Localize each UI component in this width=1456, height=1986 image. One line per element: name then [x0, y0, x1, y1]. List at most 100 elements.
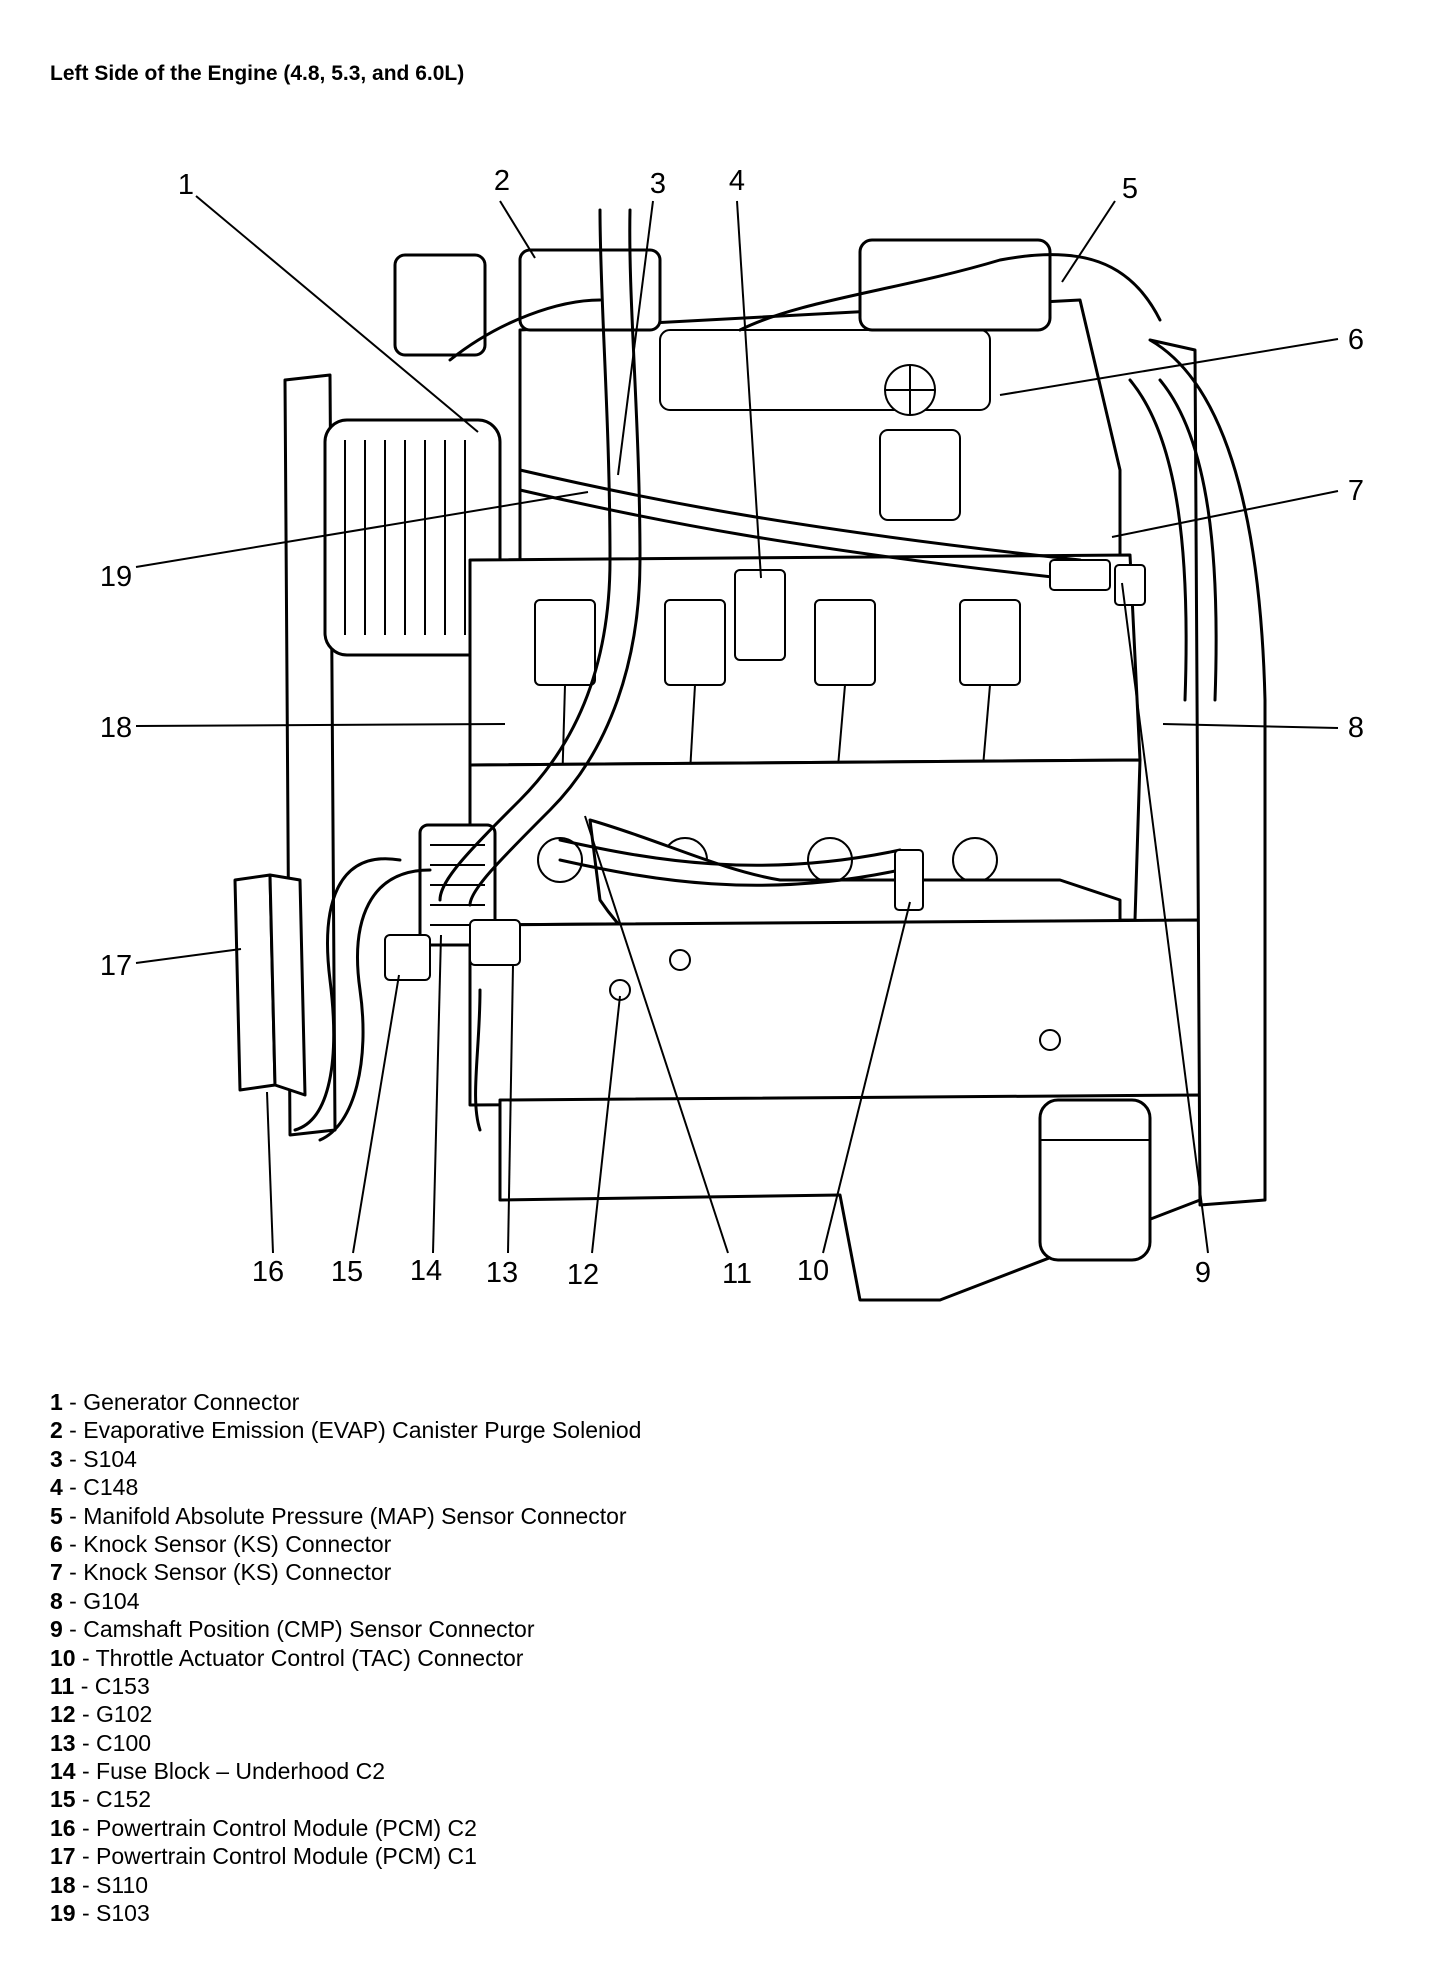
legend-separator: - — [62, 1616, 84, 1643]
legend-item: 16 - Powertrain Control Module (PCM) C2 — [50, 1814, 641, 1842]
callout-16: 16 — [252, 1256, 284, 1288]
legend-label: Knock Sensor (KS) Connector — [83, 1559, 392, 1586]
legend-label: C100 — [96, 1729, 152, 1756]
legend-label: C153 — [94, 1672, 150, 1699]
legend-item: 3 - S104 — [50, 1445, 641, 1473]
callout-8: 8 — [1348, 712, 1364, 744]
legend-separator: - — [74, 1672, 95, 1699]
legend-separator: - — [62, 1502, 84, 1529]
legend-label: Throttle Actuator Control (TAC) Connecto… — [95, 1644, 524, 1671]
legend-item: 2 - Evaporative Emission (EVAP) Canister… — [50, 1416, 641, 1444]
callout-15: 15 — [331, 1256, 363, 1288]
legend-label: Camshaft Position (CMP) Sensor Connector — [83, 1616, 535, 1643]
legend-number: 9 — [50, 1616, 63, 1643]
legend-item: 5 - Manifold Absolute Pressure (MAP) Sen… — [50, 1502, 641, 1530]
legend-label: Evaporative Emission (EVAP) Canister Pur… — [83, 1417, 642, 1444]
legend-number: 10 — [50, 1644, 76, 1671]
legend-label: C148 — [83, 1474, 139, 1501]
legend-number: 14 — [50, 1758, 76, 1785]
legend-separator: - — [62, 1445, 84, 1472]
legend-item: 14 - Fuse Block – Underhood C2 — [50, 1757, 641, 1785]
legend-number: 11 — [50, 1672, 75, 1699]
callout-18: 18 — [100, 712, 132, 744]
callout-4: 4 — [729, 165, 745, 197]
legend-number: 2 — [50, 1417, 63, 1444]
legend-number: 18 — [50, 1871, 76, 1898]
legend-item: 11 - C153 — [50, 1672, 641, 1700]
legend-number: 5 — [50, 1502, 63, 1529]
legend-label: S104 — [83, 1445, 137, 1472]
legend-separator: - — [75, 1814, 97, 1841]
legend-label: Knock Sensor (KS) Connector — [83, 1530, 392, 1557]
callout-19: 19 — [100, 561, 132, 593]
legend-label: Generator Connector — [83, 1389, 300, 1415]
legend-item: 6 - Knock Sensor (KS) Connector — [50, 1530, 641, 1558]
legend-item: 17 - Powertrain Control Module (PCM) C1 — [50, 1842, 641, 1870]
legend-item: 9 - Camshaft Position (CMP) Sensor Conne… — [50, 1615, 641, 1643]
legend-separator: - — [75, 1758, 97, 1785]
legend-item: 19 - S103 — [50, 1899, 641, 1927]
legend-number: 17 — [50, 1843, 76, 1870]
legend-separator: - — [75, 1644, 96, 1671]
legend-number: 12 — [50, 1701, 76, 1728]
callout-5: 5 — [1122, 173, 1138, 205]
callout-13: 13 — [486, 1257, 518, 1289]
callout-7: 7 — [1348, 475, 1364, 507]
legend-item: 1 - Generator Connector — [50, 1388, 641, 1416]
legend-number: 8 — [50, 1587, 63, 1614]
page-title: Left Side of the Engine (4.8, 5.3, and 6… — [50, 62, 465, 85]
legend-number: 6 — [50, 1530, 63, 1557]
legend-separator: - — [75, 1843, 97, 1870]
legend-separator: - — [62, 1559, 84, 1586]
legend-number: 3 — [50, 1445, 63, 1472]
legend-label: S110 — [96, 1871, 149, 1898]
legend-separator: - — [62, 1530, 84, 1557]
legend-label: S103 — [96, 1900, 150, 1927]
legend-label: Fuse Block – Underhood C2 — [96, 1758, 385, 1785]
legend-separator: - — [75, 1871, 97, 1898]
engine-diagram: 1 2 3 4 5 6 7 8 9 10 11 12 13 14 15 16 1… — [100, 165, 1364, 1302]
legend-separator: - — [75, 1701, 97, 1728]
legend-list: 1 - Generator Connector 2 - Evaporative … — [50, 1388, 641, 1927]
legend-separator: - — [62, 1417, 84, 1444]
legend-number: 19 — [50, 1900, 76, 1927]
legend-label: Powertrain Control Module (PCM) C2 — [96, 1814, 477, 1841]
legend-separator: - — [62, 1389, 84, 1415]
legend-number: 7 — [50, 1559, 63, 1586]
legend-item: 4 - C148 — [50, 1473, 641, 1501]
legend-separator: - — [62, 1474, 84, 1501]
legend-item: 10 - Throttle Actuator Control (TAC) Con… — [50, 1644, 641, 1672]
legend-number: 15 — [50, 1786, 76, 1813]
legend-item: 15 - C152 — [50, 1785, 641, 1813]
legend-item: 13 - C100 — [50, 1729, 641, 1757]
legend-label: Powertrain Control Module (PCM) C1 — [96, 1843, 477, 1870]
legend-separator: - — [62, 1587, 84, 1614]
legend-separator: - — [75, 1786, 97, 1813]
callout-6: 6 — [1348, 324, 1364, 356]
callout-1: 1 — [178, 169, 194, 201]
legend-label: G102 — [96, 1701, 153, 1728]
callout-2: 2 — [494, 165, 510, 197]
callout-labels: 1 2 3 4 5 6 7 8 9 10 11 12 13 14 15 16 1… — [100, 165, 1364, 1291]
callout-3: 3 — [650, 168, 666, 200]
engine-illustration — [233, 208, 1267, 1302]
callout-10: 10 — [797, 1255, 829, 1287]
callout-17: 17 — [100, 950, 132, 982]
legend-label: C152 — [96, 1786, 152, 1813]
callout-12: 12 — [567, 1259, 599, 1291]
legend-label: G104 — [83, 1587, 140, 1614]
callout-14: 14 — [410, 1255, 442, 1287]
legend-item: 7 - Knock Sensor (KS) Connector — [50, 1558, 641, 1586]
legend-separator: - — [75, 1729, 97, 1756]
legend-number: 13 — [50, 1729, 76, 1756]
legend-number: 4 — [50, 1474, 63, 1501]
legend-number: 16 — [50, 1814, 76, 1841]
legend-item: 8 - G104 — [50, 1587, 641, 1615]
legend-item: 18 - S110 — [50, 1871, 641, 1899]
callout-11: 11 — [722, 1258, 752, 1290]
legend-label: Manifold Absolute Pressure (MAP) Sensor … — [83, 1502, 627, 1529]
callout-9: 9 — [1195, 1257, 1211, 1289]
legend-separator: - — [75, 1900, 97, 1927]
legend-number: 1 — [50, 1389, 63, 1415]
callout-leader-lines — [135, 195, 1339, 1254]
